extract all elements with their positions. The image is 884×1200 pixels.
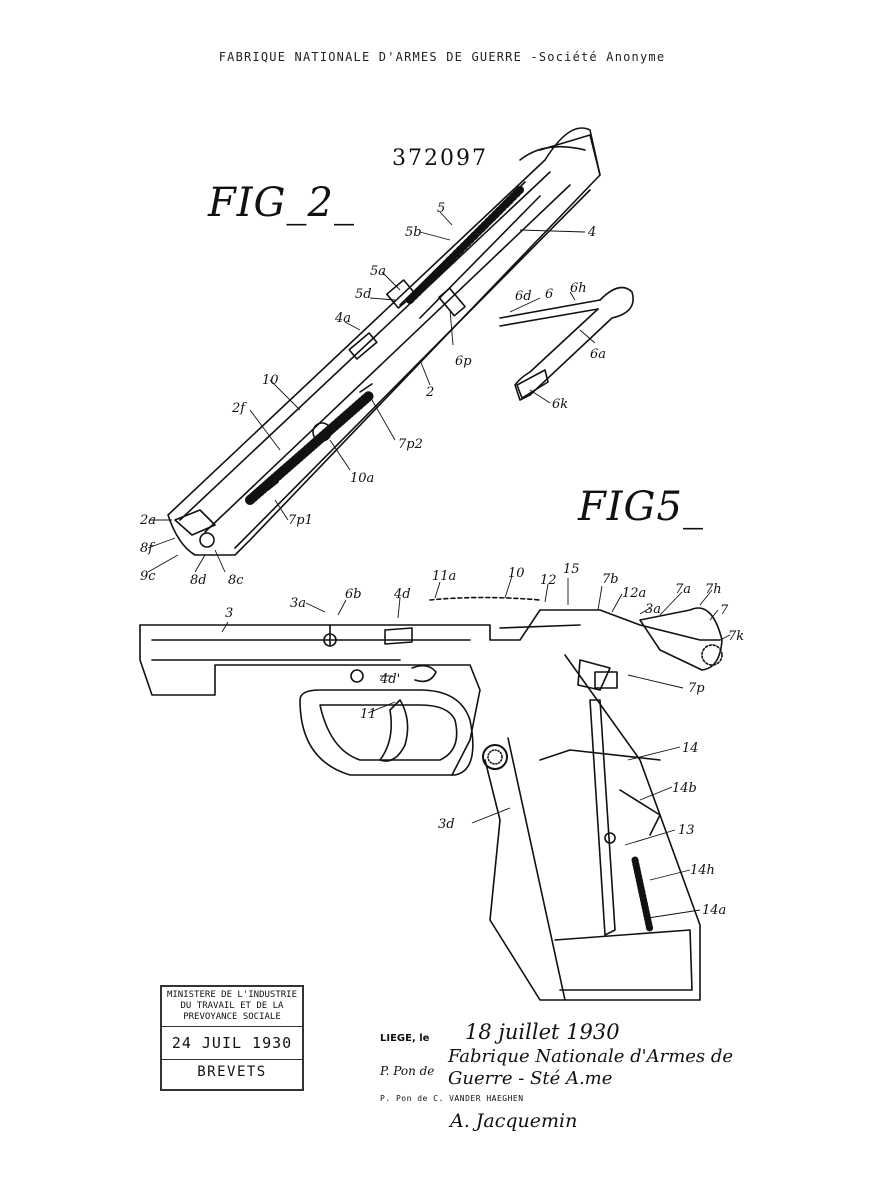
fig5-part-label: 3d — [438, 817, 455, 832]
fig2-part-label: 7p1 — [288, 513, 313, 528]
fig5-part-label: 4d' — [379, 672, 400, 687]
fig5-part-label: 12a — [622, 586, 646, 601]
handwritten-company: Fabrique Nationale d'Armes de Guerre - S… — [448, 1046, 734, 1089]
fig2-part-label: 6p — [455, 354, 472, 369]
fig2-part-label: 5d — [355, 287, 372, 302]
agent-line: P. Pon de C. VANDER HAEGHEN — [380, 1094, 524, 1103]
fig2-part-label: 6k — [552, 397, 568, 412]
fig2-part-label: 7p2 — [398, 437, 423, 452]
fig2-part-label: 10a — [350, 471, 374, 486]
handwritten-date: 18 juillet 1930 — [465, 1020, 620, 1044]
fig5-part-label: 11 — [360, 707, 377, 722]
fig2-part-label: 2a — [139, 513, 156, 528]
fig5-part-label: 12 — [540, 573, 557, 588]
fig5-part-label: 3a — [645, 602, 661, 617]
fig2-part-label: 6d — [515, 289, 532, 304]
fig5-part-label: 14 — [682, 741, 699, 756]
fig5-part-label: 7p — [688, 681, 705, 696]
fig2-part-label: 8f — [140, 541, 155, 556]
fig5-part-label: 7k — [728, 629, 744, 644]
fig2-part-label: 9c — [140, 569, 156, 584]
fig2-part-label: 6 — [545, 287, 553, 302]
fig5-part-label: 10 — [508, 566, 525, 581]
fig2-part-label: 6h — [570, 281, 587, 296]
fig5-frame-drawing — [139, 596, 723, 1001]
fig2-extractor-drawing — [499, 286, 634, 401]
patent-number: 372097 — [392, 146, 488, 171]
applicant-header: FABRIQUE NATIONALE D'ARMES DE GUERRE -So… — [218, 50, 666, 64]
fig5-part-label: 14h — [690, 863, 715, 878]
stamp-department: BREVETS — [197, 1064, 267, 1080]
fig2-part-label: 8d — [190, 573, 207, 588]
fig2-part-label: 10 — [262, 373, 279, 388]
fig5-part-label: 7b — [602, 572, 619, 587]
fig2-part-label: 5b — [405, 225, 422, 240]
fig2-part-label: 4 — [587, 225, 596, 240]
fig5-part-label: 6b — [345, 587, 362, 602]
agent-signature: A. Jacquemin — [450, 1110, 578, 1132]
fig5-part-label: 7h — [705, 582, 722, 597]
fig5-part-label: 7a — [675, 582, 691, 597]
stamp-date: 24 JUIL 1930 — [162, 1027, 302, 1060]
figure-5-title: FIG5_ — [578, 484, 704, 530]
ministry-stamp: MINISTERE DE L'INDUSTRIE DU TRAVAIL ET D… — [160, 985, 304, 1091]
fig5-part-label: 14b — [672, 781, 697, 796]
place-prefix: LIEGE, le — [380, 1033, 430, 1044]
fig2-part-label: 6a — [590, 347, 606, 362]
fig2-part-label: 2f — [231, 401, 247, 416]
fig5-part-label: 4d — [393, 587, 411, 602]
fig5-part-label: 7 — [720, 603, 729, 618]
fig5-part-label: 3 — [225, 606, 233, 621]
fig5-part-label: 13 — [678, 823, 695, 838]
fig2-part-label: 5 — [437, 201, 445, 216]
fig2-part-label: 4a — [334, 311, 351, 326]
fig2-part-label: 8c — [228, 573, 244, 588]
fig2-part-label: 2 — [425, 385, 434, 400]
p-pon-prefix: P. Pon de — [380, 1064, 435, 1078]
fig2-part-label: 5a — [370, 264, 386, 279]
figure-2-title: FIG_2_ — [208, 180, 355, 226]
fig5-part-label: 15 — [563, 562, 580, 577]
fig5-part-label: 3a — [290, 596, 306, 611]
fig5-part-label: 14a — [702, 903, 726, 918]
fig5-part-label: 11a — [432, 569, 456, 584]
stamp-ministry-text: MINISTERE DE L'INDUSTRIE DU TRAVAIL ET D… — [162, 987, 302, 1027]
fig2-slide-drawing — [167, 127, 601, 556]
